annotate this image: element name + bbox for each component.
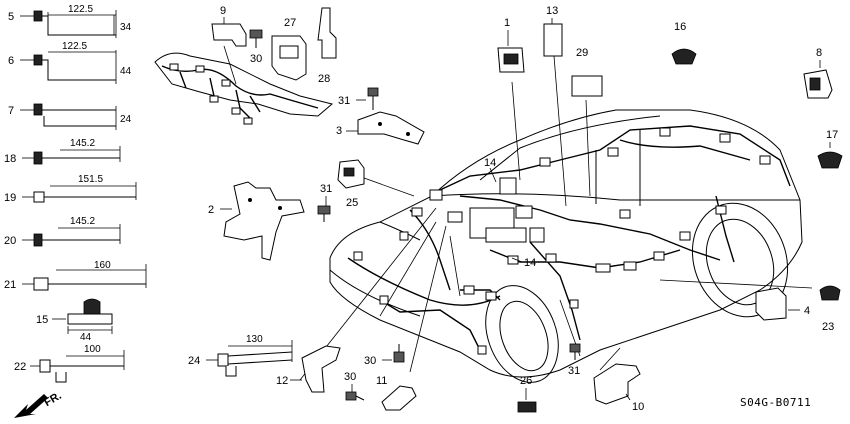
callout-9: 9 xyxy=(220,5,226,17)
bolt-30-lower: 30 30 xyxy=(344,344,405,401)
bolt-31-lower: 31 xyxy=(568,343,581,377)
clip-15: 15 44 xyxy=(36,298,113,343)
bracket-2: 2 xyxy=(208,181,305,261)
callout-21: 21 xyxy=(4,279,16,291)
callout-25: 25 xyxy=(346,197,358,209)
clip-22: 22 100 xyxy=(14,344,125,383)
dim-6-height: 44 xyxy=(120,66,132,77)
unit-4: 4 xyxy=(755,287,810,321)
clip-5: 5 122.5 34 xyxy=(8,4,132,38)
clip-7: 7 24 xyxy=(8,103,132,130)
dim-24-length: 130 xyxy=(246,334,263,345)
connector-26: 26 xyxy=(517,375,537,413)
callout-15: 15 xyxy=(36,314,48,326)
diagram-code: S04G-B0711 xyxy=(740,396,811,409)
callout-23: 23 xyxy=(822,321,834,333)
callout-31-upper: 31 xyxy=(338,95,350,107)
switch-25: 25 xyxy=(337,159,415,209)
leader-lines xyxy=(299,55,813,381)
dim-22-length: 100 xyxy=(84,344,101,355)
dim-5-length: 122.5 xyxy=(68,4,93,15)
callout-22: 22 xyxy=(14,361,26,373)
label-29: 29 xyxy=(571,47,603,97)
callout-14-top: 14 xyxy=(484,157,496,169)
callout-10: 10 xyxy=(632,401,644,413)
callout-28: 28 xyxy=(318,73,330,85)
cover-11: 11 xyxy=(376,375,417,411)
callout-8: 8 xyxy=(816,47,822,59)
callout-12: 12 xyxy=(276,375,288,387)
callout-31-lower: 31 xyxy=(568,365,580,377)
callout-1: 1 xyxy=(504,17,510,29)
callout-19: 19 xyxy=(4,192,16,204)
front-arrow-label: FR. xyxy=(42,390,63,409)
bracket-9: 9 xyxy=(211,5,247,85)
callout-13: 13 xyxy=(546,5,558,17)
callout-3: 3 xyxy=(336,125,342,137)
grommet-23: 23 xyxy=(819,285,841,333)
callout-30-upper: 30 xyxy=(250,53,262,65)
callout-6: 6 xyxy=(8,55,14,67)
front-direction-arrow: FR. xyxy=(14,390,64,418)
callout-5: 5 xyxy=(8,11,14,23)
callout-16: 16 xyxy=(674,21,686,33)
dim-5-height: 34 xyxy=(120,22,132,33)
callout-14-bottom: 14 xyxy=(524,257,536,269)
sensor-8: 8 xyxy=(803,47,833,99)
callout-11: 11 xyxy=(376,375,387,387)
cover-27: 27 xyxy=(271,17,307,81)
bolt-31-upper: 31 xyxy=(338,87,379,110)
callout-2: 2 xyxy=(208,204,214,216)
callout-20: 20 xyxy=(4,235,16,247)
clip-19: 19 151.5 xyxy=(4,174,137,204)
bracket-3: 3 xyxy=(336,111,425,145)
stay-24: 24 130 xyxy=(188,334,293,377)
dim-7-height: 24 xyxy=(120,114,132,125)
callout-18: 18 xyxy=(4,153,16,165)
clip-18: 18 145.2 xyxy=(4,138,121,165)
label-13: 13 xyxy=(543,5,563,57)
main-harness-wiring xyxy=(347,125,791,355)
callout-24: 24 xyxy=(188,355,200,367)
bracket-10: 10 xyxy=(593,363,644,413)
bolt-31-mid: 31 xyxy=(317,183,332,222)
callout-30-bottom: 30 xyxy=(344,371,356,383)
dim-6-length: 122.5 xyxy=(62,41,87,52)
engine-harness-assembly xyxy=(154,52,334,125)
clip-20: 20 145.2 xyxy=(4,216,121,247)
grommet-17: 17 xyxy=(817,129,843,169)
grommet-16: 16 xyxy=(671,21,697,65)
bracket-12: 12 xyxy=(276,345,341,393)
dim-20-length: 145.2 xyxy=(70,216,95,227)
callout-29: 29 xyxy=(576,47,588,59)
bolt-30-upper: 30 xyxy=(249,29,263,65)
callout-4: 4 xyxy=(804,305,810,317)
callout-14-group: 14 14 xyxy=(484,157,536,269)
callout-30-lower: 30 xyxy=(364,355,376,367)
callout-17: 17 xyxy=(826,129,838,141)
clip-6: 6 122.5 44 xyxy=(8,41,132,84)
callout-27: 27 xyxy=(284,17,296,29)
callout-31-mid: 31 xyxy=(320,183,332,195)
dim-19-length: 151.5 xyxy=(78,174,103,185)
callout-26: 26 xyxy=(520,375,532,387)
dim-18-length: 145.2 xyxy=(70,138,95,149)
clip-21: 21 160 xyxy=(4,260,147,291)
stay-28: 28 xyxy=(317,7,337,85)
dim-21-length: 160 xyxy=(94,260,111,271)
dim-15-length: 44 xyxy=(80,332,92,343)
car-body-outline xyxy=(329,109,803,383)
callout-7: 7 xyxy=(8,105,14,117)
relay-1: 1 xyxy=(497,17,525,73)
